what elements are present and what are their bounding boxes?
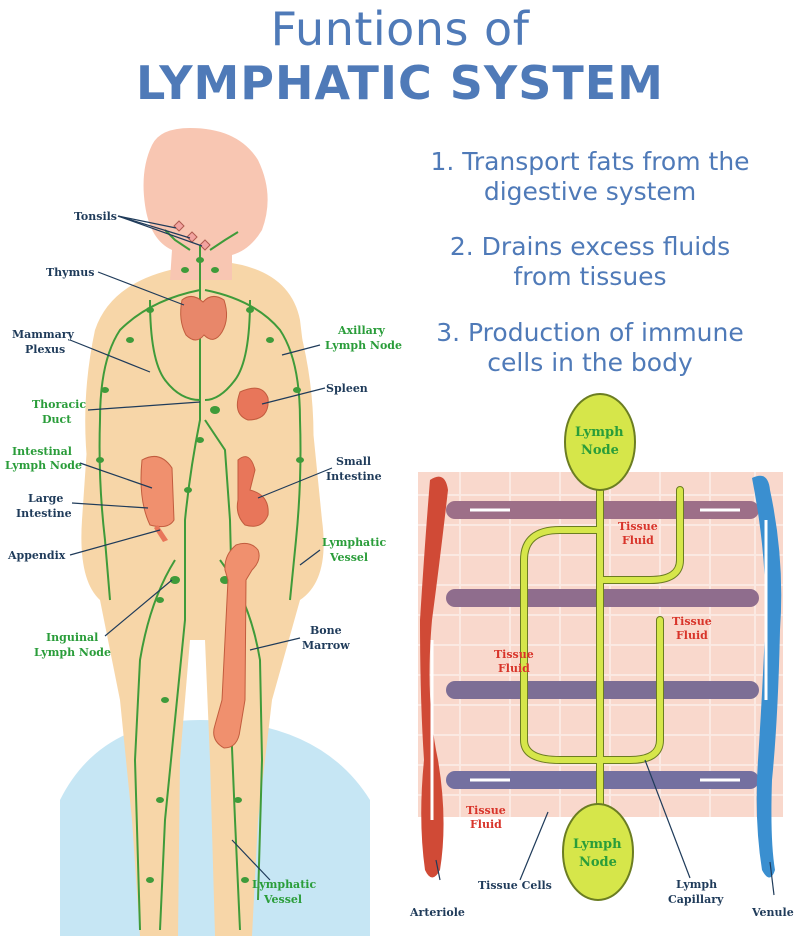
tissue-fluid-c-line-2: Fluid [498,662,530,675]
label-spleen: Spleen [326,382,368,395]
function-1-line-2: digestive system [483,177,697,206]
tonsils-organ [173,220,211,251]
page-title-line-2: LYMPHATIC SYSTEM [136,56,664,110]
label-arteriole: Arteriole [409,906,465,919]
label-appendix: Appendix [7,549,66,562]
label-mammary-line-1: Mammary [12,328,75,341]
tissue-fluid-b-line-1: Tissue [672,615,712,628]
capillary-leader-lines [435,759,775,896]
function-item-3: 3. Production of immune cells in the bod… [385,318,795,378]
label-thymus: Thymus [46,266,94,279]
label-large-intestine-line-1: Large [28,492,63,505]
large-intestine-organ [140,455,175,528]
label-leader-lines [69,215,333,881]
label-large-intestine-line-2: Intestine [16,507,72,520]
label-lymph-capillary-line-2: Capillary [668,893,724,906]
label-lymphatic-vessel-line-1: Lymphatic [322,536,386,549]
function-3-line-2: cells in the body [487,348,693,377]
lymph-node-top [564,393,636,491]
label-intestinal-line-2: Lymph Node [5,459,82,472]
function-3-line-1: 3. Production of immune [436,318,744,347]
tissue-fluid-b-line-2: Fluid [676,629,708,642]
lymph-node-bottom-line-1: Lymph [573,837,622,852]
lymph-capillary [521,477,683,823]
label-intestinal-line-1: Intestinal [12,445,72,458]
label-bone-marrow-line-2: Marrow [302,639,350,652]
label-lymphatic-vessel-line-2: Vessel [329,551,368,564]
function-item-1: 1. Transport fats from the digestive sys… [385,147,795,207]
head [143,128,268,280]
function-item-2: 2. Drains excess fluids from tissues [385,232,795,292]
tissue-fluid-a-line-1: Tissue [618,520,658,533]
capillary-flow-arrows [470,508,740,782]
function-1-line-1: 1. Transport fats from the [430,147,750,176]
spleen-organ [236,387,269,421]
lymph-node-top-line-2: Node [581,443,619,458]
label-small-intestine-line-2: Intestine [326,470,382,483]
label-inguinal-line-2: Lymph Node [34,646,111,659]
femur-bone [213,542,260,749]
thymus-organ [180,296,228,341]
function-2-line-2: from tissues [513,262,667,291]
lymph-node-top-line-1: Lymph [575,425,624,440]
label-thoracic-line-1: Thoracic [32,398,86,411]
label-venule: Venule [751,906,794,919]
tissue-fluid-a-line-2: Fluid [622,534,654,547]
label-tonsils: Tonsils [74,210,117,223]
tissue-fluid-d-line-1: Tissue [466,804,506,817]
label-small-intestine-line-1: Small [336,455,371,468]
label-axillary-line-1: Axillary [337,324,386,337]
label-lymphatic-vessel-lower-line-2: Vessel [263,893,302,906]
body-silhouette [81,262,324,936]
function-2-line-1: 2. Drains excess fluids [449,232,731,261]
label-lymphatic-vessel-lower-line-1: Lymphatic [252,878,316,891]
appendix-organ [154,525,168,542]
label-bone-marrow-line-1: Bone [310,624,342,637]
label-axillary-line-2: Lymph Node [325,339,402,352]
label-tissue-cells: Tissue Cells [478,879,552,892]
label-inguinal-line-1: Inguinal [46,631,98,644]
page-title-line-1: Funtions of [270,2,530,56]
label-thoracic-line-2: Duct [42,413,72,426]
label-mammary-line-2: Plexus [25,343,65,356]
lymph-node-bottom-line-2: Node [579,855,617,870]
lymph-node-bottom [562,803,634,901]
arteriole-vessel [420,476,448,878]
small-intestine-organ [236,456,269,527]
label-lymph-capillary-line-1: Lymph [676,878,717,891]
tissue-fluid-d-line-2: Fluid [470,818,502,831]
tissue-fluid-c-line-1: Tissue [494,648,534,661]
